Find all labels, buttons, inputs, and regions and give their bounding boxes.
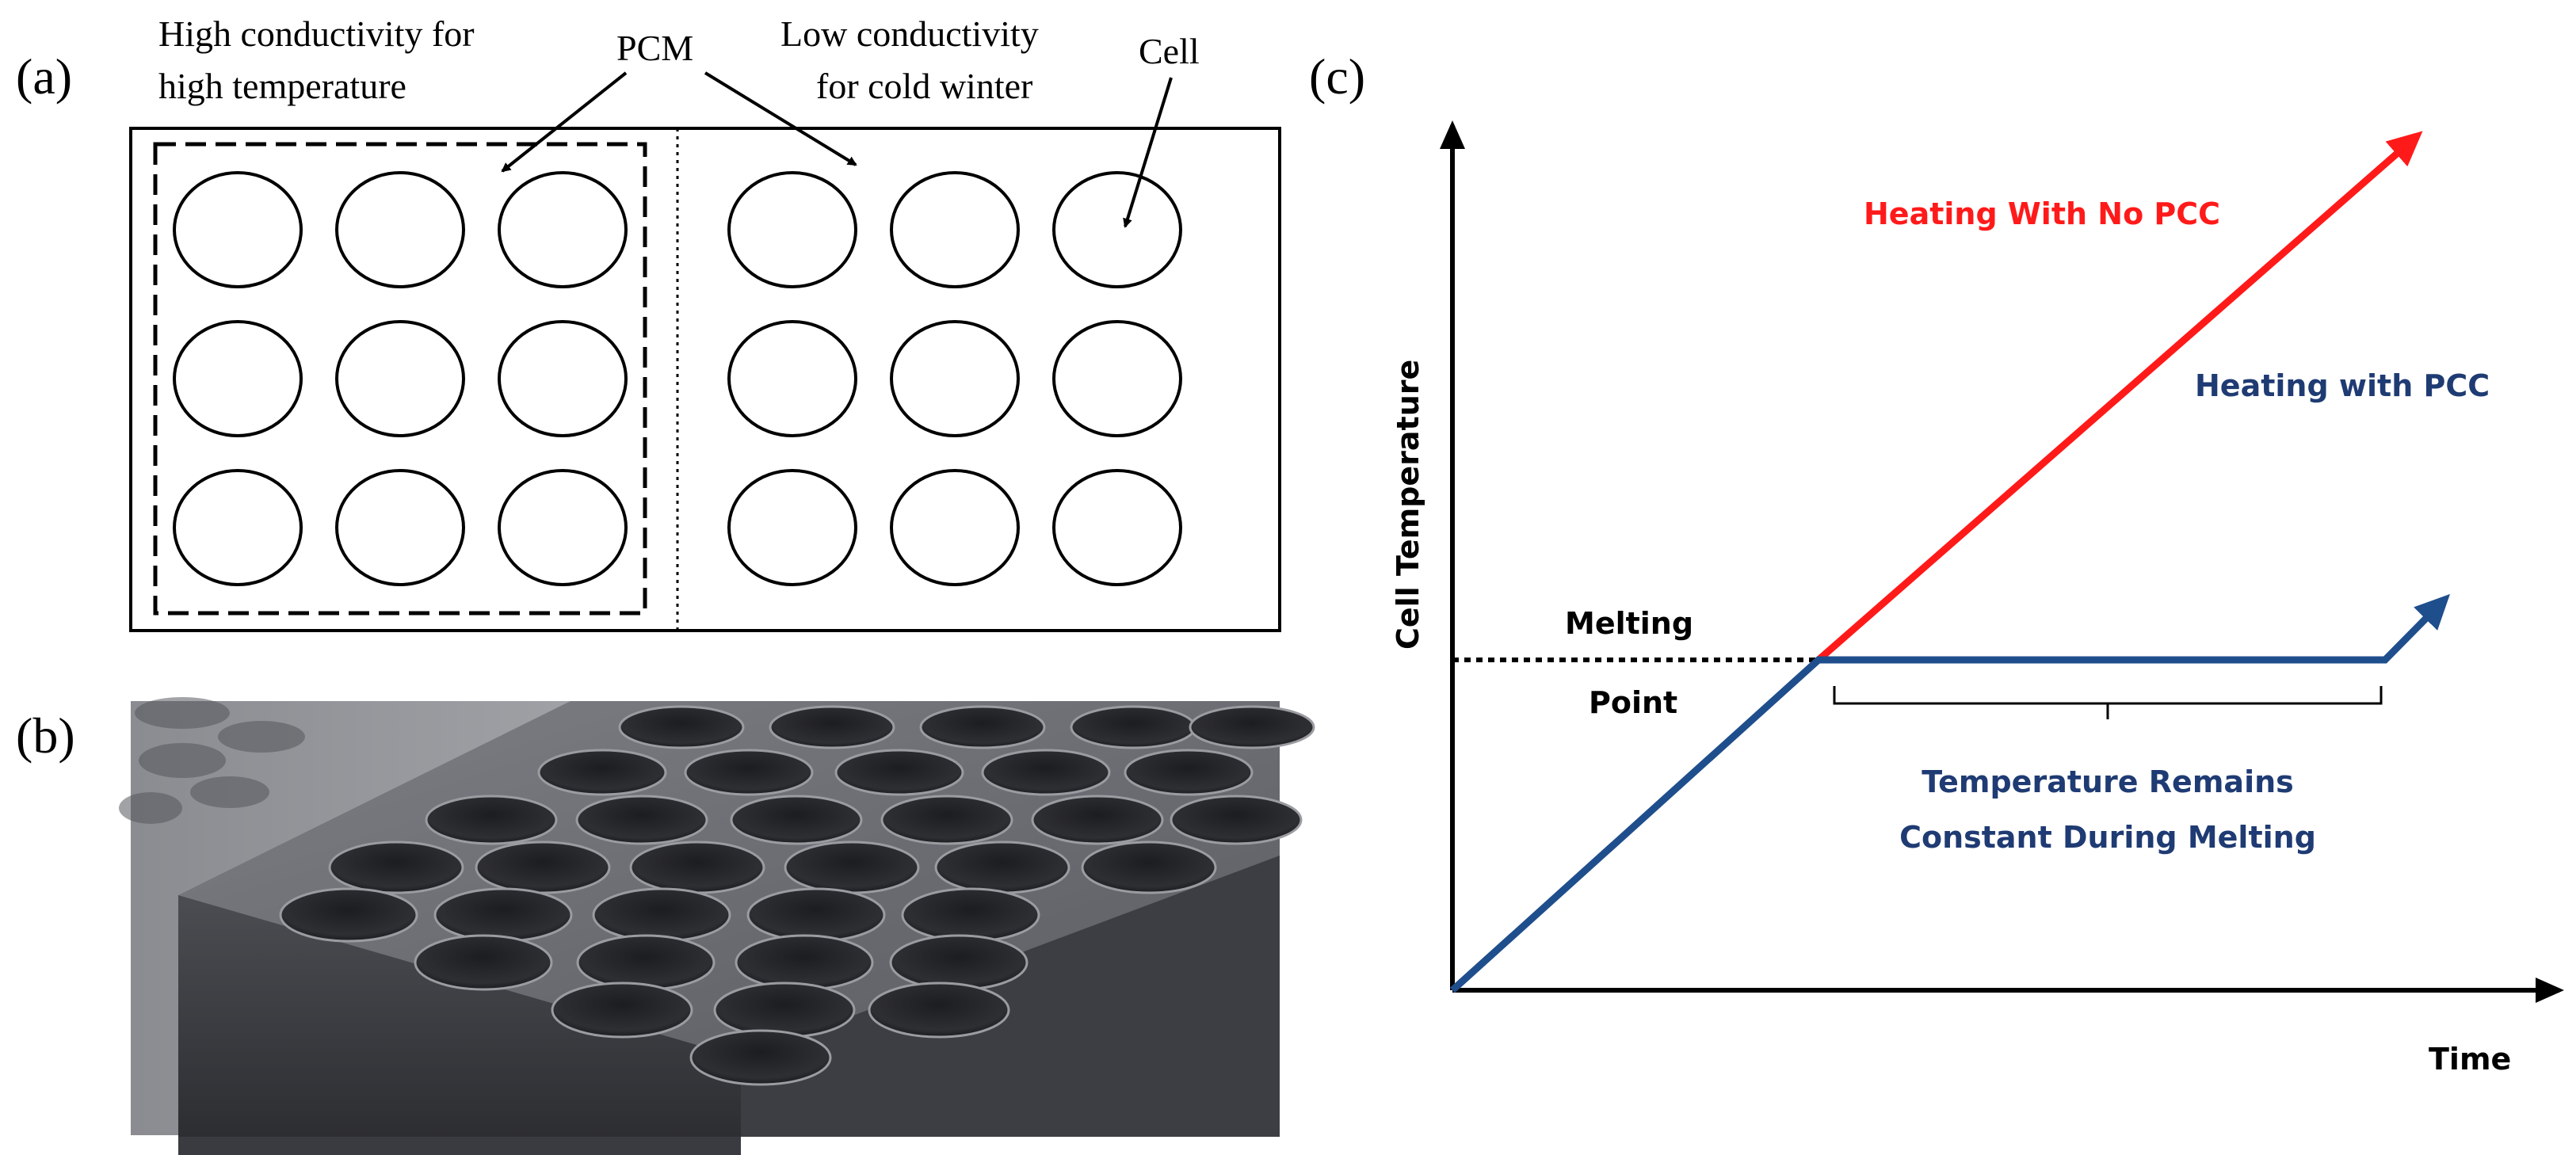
battery-module-frame [129, 127, 1281, 632]
no-pcc-curve [1816, 131, 2423, 663]
panel-b: (b) [16, 697, 1315, 1155]
battery-cell [1052, 320, 1182, 437]
block-hole [934, 841, 1070, 894]
battery-cell [890, 171, 1020, 288]
panel-c-label: (c) [1309, 48, 1365, 105]
block-hole [328, 841, 464, 894]
block-hole [592, 887, 731, 943]
battery-cell [727, 171, 857, 288]
block-hole [537, 749, 667, 796]
battery-cell [498, 469, 628, 586]
block-hole [880, 795, 1013, 845]
melting-duration-bracket [1833, 686, 2383, 719]
block-holes [279, 705, 1315, 1086]
battery-cell [1052, 469, 1182, 586]
block-hole [834, 749, 964, 796]
block-hole [1189, 705, 1315, 749]
battery-cell [335, 469, 465, 586]
block-hole [279, 887, 418, 943]
high-conductivity-region [153, 142, 647, 616]
block-hole [1070, 705, 1196, 749]
block-hole [689, 1029, 832, 1086]
melting-point-label-line2: Point [1589, 685, 1677, 720]
panel-b-label: (b) [16, 707, 75, 764]
block-hole [1124, 749, 1254, 796]
block-hole [1081, 841, 1217, 894]
block-hole [868, 982, 1010, 1039]
bracket-label-line2: Constant During Melting [1899, 820, 2316, 855]
low-conductivity-annotation-line2: for cold winter [816, 66, 1032, 106]
block-hole [769, 705, 895, 749]
block-hole [1170, 795, 1303, 845]
battery-cell [727, 469, 857, 586]
cell-arrow [1123, 77, 1173, 228]
high-conductivity-annotation-line1: High conductivity for [158, 13, 475, 54]
battery-cell [498, 171, 628, 288]
battery-cell [890, 320, 1020, 437]
right-cell-grid [727, 171, 1182, 586]
panel-c: (c) Cell Temperature Time Melting Point … [1309, 48, 2564, 1077]
block-hole [919, 705, 1046, 749]
left-cell-grid [173, 171, 628, 586]
no-pcc-label: Heating With No PCC [1864, 196, 2220, 231]
block-hole [629, 841, 765, 894]
battery-cell [335, 320, 465, 437]
block-hole [414, 934, 553, 991]
pcm-arrow-left [501, 71, 628, 173]
pcc-label: Heating with PCC [2195, 368, 2490, 403]
block-hole [713, 982, 856, 1039]
battery-cell [335, 171, 465, 288]
block-hole [981, 749, 1111, 796]
y-axis-label: Cell Temperature [1391, 360, 1425, 650]
pcm-annotation: PCM [616, 28, 693, 68]
battery-cell [1052, 171, 1182, 288]
block-hole [735, 934, 874, 991]
block-hole [784, 841, 920, 894]
block-hole [901, 887, 1040, 943]
pcm-arrow-right [704, 71, 857, 166]
block-hole [889, 934, 1028, 991]
block-hole [730, 795, 863, 845]
block-hole [551, 982, 693, 1039]
panel-a-label: (a) [16, 48, 72, 105]
battery-cell [498, 320, 628, 437]
block-hole [575, 795, 708, 845]
block-hole [746, 887, 886, 943]
x-axis-label: Time [2429, 1042, 2511, 1077]
pcc-curve [1449, 593, 2451, 993]
panel-a: (a) High conductivity for high temperatu… [16, 13, 1281, 632]
battery-cell [173, 171, 303, 288]
battery-cell [173, 469, 303, 586]
battery-cell [173, 320, 303, 437]
battery-cell [727, 320, 857, 437]
melting-point-label-line1: Melting [1565, 606, 1693, 641]
block-hole [618, 705, 745, 749]
bracket-label-line1: Temperature Remains [1922, 764, 2294, 799]
graphite-block-photo [119, 697, 1315, 1155]
block-hole [475, 841, 611, 894]
battery-cell [890, 469, 1020, 586]
block-hole [684, 749, 814, 796]
high-conductivity-annotation-line2: high temperature [158, 66, 406, 106]
block-hole [1031, 795, 1164, 845]
cell-annotation: Cell [1139, 31, 1200, 71]
block-hole [433, 887, 573, 943]
block-hole [425, 795, 558, 845]
low-conductivity-annotation-line1: Low conductivity [780, 13, 1039, 54]
block-hole [576, 934, 716, 991]
